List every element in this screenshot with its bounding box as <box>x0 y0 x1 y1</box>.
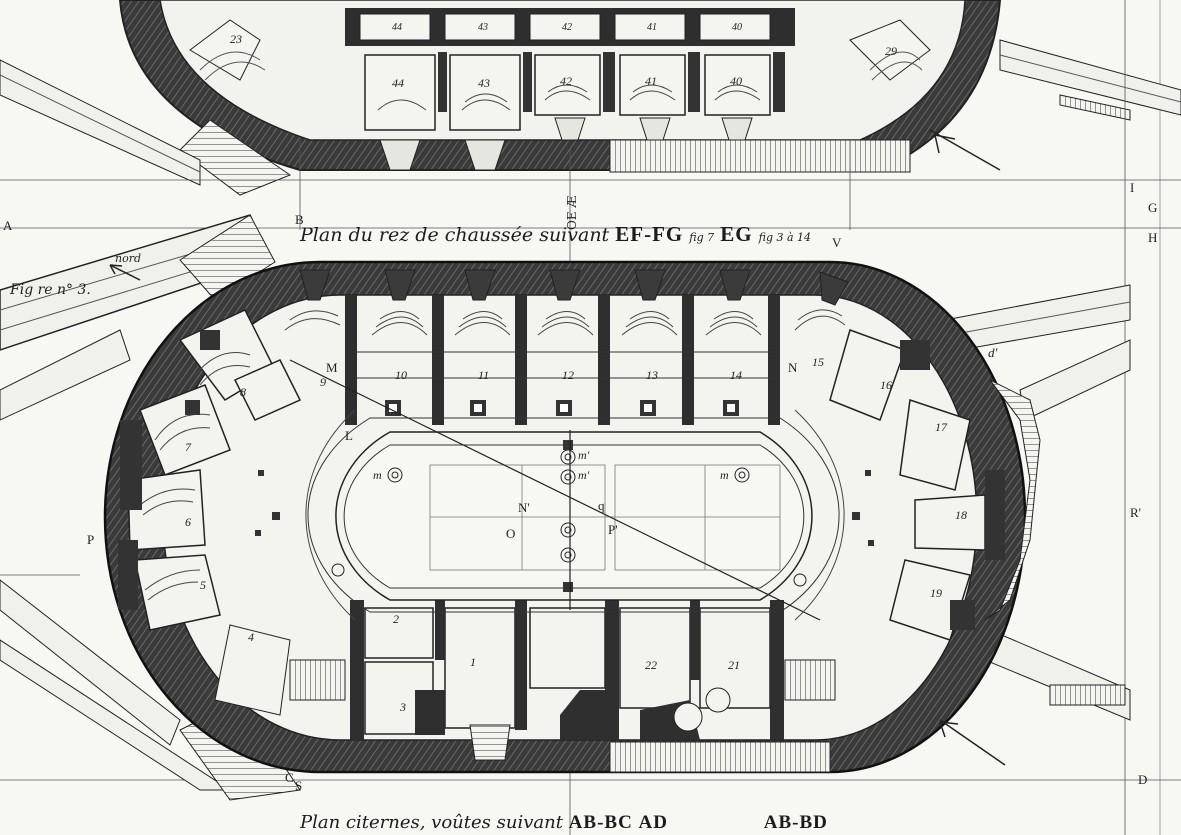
room-2: 2 <box>393 612 399 626</box>
room-16: 16 <box>880 378 892 392</box>
letter-v: V <box>832 235 842 250</box>
letter-r: R' <box>1130 505 1142 520</box>
bottom-title-section3: AB-BD <box>763 812 828 833</box>
room-41-upper: 41 <box>647 22 657 33</box>
room-6: 6 <box>185 515 191 529</box>
main-title-ref1: fig 7 <box>689 231 715 244</box>
bottom-title-sections: AB-BC <box>568 812 633 833</box>
letter-g: G <box>1148 200 1158 215</box>
letter-h: H <box>1148 230 1158 245</box>
figure-label: Fig re n° 3. <box>10 282 91 298</box>
room-41: 41 <box>645 74 657 88</box>
room-7: 7 <box>185 440 191 454</box>
main-title-section2: EG <box>720 222 753 246</box>
north-label: nord <box>115 252 142 265</box>
main-title-sections: EF-FG <box>615 222 684 246</box>
room-44: 44 <box>392 76 404 90</box>
room-19: 19 <box>930 586 942 600</box>
room-9: 9 <box>320 375 326 389</box>
axis-label: OE Æ <box>565 195 579 230</box>
letter-p: P <box>87 532 95 547</box>
room-5: 5 <box>200 578 206 592</box>
room-18: 18 <box>955 508 967 522</box>
room-22: 22 <box>645 658 657 672</box>
mark-m-prime-1: m' <box>578 448 590 462</box>
room-23: 23 <box>230 32 242 46</box>
upper-plan <box>0 0 1181 196</box>
room-44-upper: 44 <box>392 22 402 33</box>
letter-d-prime: d' <box>988 345 998 360</box>
letter-b: B <box>295 212 304 227</box>
letter-l: L <box>345 428 353 443</box>
room-11: 11 <box>478 368 490 382</box>
mark-m-1: m <box>373 468 382 482</box>
letter-m: M <box>326 360 338 375</box>
room-21: 21 <box>728 658 740 672</box>
room-1: 1 <box>470 655 476 669</box>
main-title-ref2: fig 3 à 14 <box>758 231 812 244</box>
room-40-upper: 40 <box>732 22 742 33</box>
letter-p-prime: P' <box>608 522 618 537</box>
room-10: 10 <box>395 368 407 382</box>
room-15: 15 <box>812 355 824 369</box>
room-29: 29 <box>885 44 897 58</box>
letter-q: q <box>598 498 605 513</box>
letter-i: I <box>1130 180 1135 195</box>
room-13: 13 <box>646 368 658 382</box>
room-42: 42 <box>560 74 572 88</box>
main-plan-title: Plan du rez de chaussée suivant EF-FG fi… <box>300 222 811 247</box>
letter-c: C <box>285 770 294 785</box>
main-title-prefix: Plan du rez de chaussée suivant <box>300 224 610 246</box>
letter-o: O <box>506 526 516 541</box>
letter-a: A <box>3 218 13 233</box>
room-8: 8 <box>240 385 246 399</box>
ground-floor-plan <box>0 214 1131 801</box>
letter-n-prime: N' <box>518 500 530 515</box>
bottom-title-section2: AD <box>638 812 668 833</box>
letter-s: S <box>295 778 303 793</box>
room-42-upper: 42 <box>562 22 572 33</box>
room-43: 43 <box>478 76 490 90</box>
letter-n: N <box>788 360 798 375</box>
room-4: 4 <box>248 630 254 644</box>
mark-m-prime-2: m' <box>578 468 590 482</box>
bottom-plan-title: Plan citernes, voûtes suivant AB-BC AD A… <box>300 812 828 834</box>
room-12: 12 <box>562 368 574 382</box>
bottom-title-prefix: Plan citernes, voûtes suivant <box>300 812 563 833</box>
room-43-upper: 43 <box>478 22 488 33</box>
room-3: 3 <box>400 700 406 714</box>
room-40: 40 <box>730 74 742 88</box>
mark-m-2: m <box>720 468 729 482</box>
room-17: 17 <box>935 420 947 434</box>
room-14: 14 <box>730 368 742 382</box>
letter-d: D <box>1138 772 1148 787</box>
